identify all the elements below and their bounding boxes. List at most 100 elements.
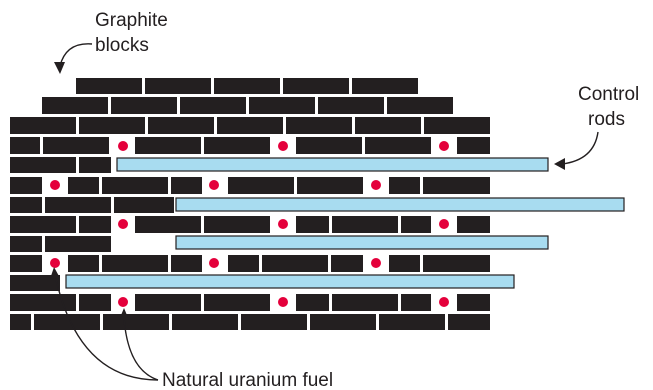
- graphite-block: [389, 177, 420, 194]
- graphite-block: [331, 255, 363, 272]
- graphite-block: [79, 294, 111, 311]
- fuel-element: [209, 180, 219, 190]
- graphite-block: [79, 157, 111, 173]
- graphite-block: [228, 255, 259, 272]
- fuel-element: [278, 297, 288, 307]
- graphite-block: [401, 216, 431, 233]
- graphite-block: [68, 255, 99, 272]
- control-label-line1: Control: [578, 84, 639, 105]
- fuel-pointer-arrows: [50, 267, 159, 381]
- control-rod: [65, 274, 515, 289]
- graphite-block: [68, 177, 99, 194]
- graphite-block: [286, 117, 352, 134]
- graphite-block: [79, 216, 111, 233]
- graphite-block: [135, 294, 201, 311]
- graphite-block: [180, 97, 246, 114]
- graphite-block: [135, 137, 201, 154]
- fuel-element: [439, 297, 449, 307]
- graphite-block: [204, 137, 270, 154]
- control-rod: [116, 157, 549, 172]
- graphite-block: [424, 117, 490, 134]
- graphite-block: [423, 177, 490, 194]
- graphite-block: [10, 255, 42, 272]
- graphite-block: [204, 294, 270, 311]
- graphite-block: [297, 177, 363, 194]
- graphite-block: [111, 97, 177, 114]
- graphite-block: [10, 197, 42, 213]
- graphite-block: [171, 177, 202, 194]
- graphite-block: [318, 97, 384, 114]
- graphite-block: [10, 314, 31, 330]
- graphite-block: [171, 255, 202, 272]
- graphite-block: [457, 294, 490, 311]
- graphite-block: [10, 275, 60, 291]
- graphite-blocks: [10, 78, 490, 330]
- graphite-block: [365, 137, 431, 154]
- fuel-element: [118, 219, 128, 229]
- uranium-fuel-elements: [50, 141, 449, 307]
- graphite-block: [148, 117, 214, 134]
- graphite-block: [355, 117, 421, 134]
- fuel-element: [439, 219, 449, 229]
- graphite-block: [401, 294, 431, 311]
- graphite-block: [214, 78, 280, 94]
- graphite-block: [45, 236, 111, 252]
- graphite-block: [228, 177, 294, 194]
- graphite-block: [10, 137, 40, 154]
- fuel-element: [278, 219, 288, 229]
- control-rods: [65, 157, 625, 289]
- graphite-block: [332, 294, 398, 311]
- graphite-pointer-arrow: [54, 43, 93, 74]
- graphite-block: [102, 255, 168, 272]
- control-pointer-arrow: [554, 131, 599, 170]
- fuel-element: [50, 258, 60, 268]
- fuel-label: Natural uranium fuel: [162, 370, 333, 390]
- graphite-block: [352, 78, 418, 94]
- graphite-block: [10, 117, 76, 134]
- graphite-block: [10, 157, 76, 173]
- graphite-block: [10, 216, 76, 233]
- graphite-block: [387, 97, 453, 114]
- graphite-block: [457, 216, 490, 233]
- graphite-block: [283, 78, 349, 94]
- graphite-block: [389, 255, 420, 272]
- graphite-block: [135, 216, 201, 233]
- graphite-label-line2: blocks: [95, 35, 149, 56]
- fuel-element: [439, 141, 449, 151]
- control-rod: [175, 235, 549, 250]
- graphite-block: [423, 255, 490, 272]
- graphite-block: [103, 314, 169, 330]
- graphite-block: [241, 314, 307, 330]
- graphite-block: [379, 314, 445, 330]
- fuel-element: [371, 180, 381, 190]
- graphite-block: [172, 314, 238, 330]
- graphite-block: [34, 314, 100, 330]
- graphite-block: [310, 314, 376, 330]
- graphite-block: [10, 177, 42, 194]
- control-label-line2: rods: [588, 109, 625, 130]
- graphite-block: [114, 197, 174, 213]
- graphite-block: [457, 137, 490, 154]
- graphite-block: [145, 78, 211, 94]
- graphite-block: [296, 216, 329, 233]
- graphite-block: [42, 97, 108, 114]
- graphite-block: [217, 117, 283, 134]
- fuel-element: [118, 141, 128, 151]
- fuel-element: [209, 258, 219, 268]
- fuel-element: [118, 297, 128, 307]
- fuel-element: [371, 258, 381, 268]
- graphite-block: [204, 216, 270, 233]
- graphite-block: [76, 78, 142, 94]
- graphite-block: [10, 236, 42, 252]
- graphite-block: [102, 177, 168, 194]
- graphite-block: [45, 197, 111, 213]
- fuel-element: [278, 141, 288, 151]
- graphite-block: [448, 314, 490, 330]
- graphite-block: [296, 137, 362, 154]
- graphite-block: [249, 97, 315, 114]
- graphite-label-line1: Graphite: [95, 10, 168, 31]
- control-rod: [175, 197, 625, 212]
- graphite-block: [296, 294, 329, 311]
